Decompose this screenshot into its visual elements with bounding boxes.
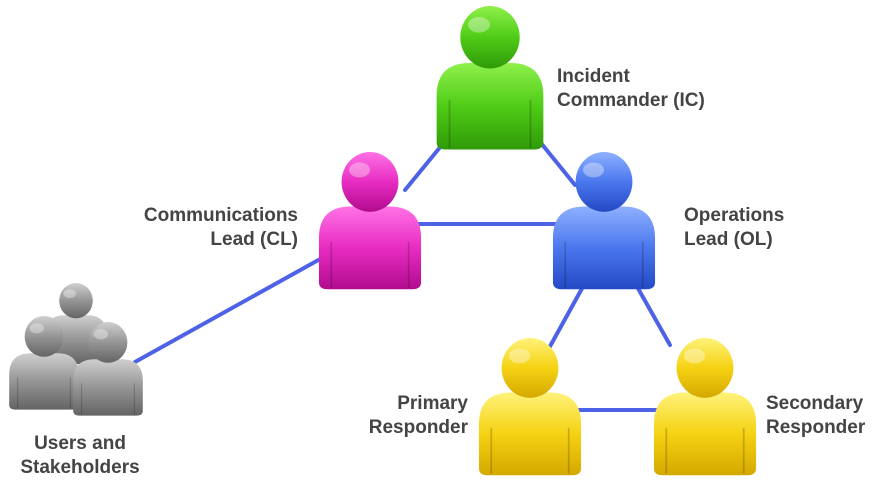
- person-icon-users-right: [73, 322, 143, 416]
- person-icon-users-left: [9, 316, 79, 410]
- label-incident-commander: Incident Commander (IC): [557, 66, 705, 111]
- person-icon-operations-lead: [552, 152, 656, 290]
- label-secondary-responder: Secondary Responder: [766, 393, 866, 438]
- connector-ic-to-cl: [403, 138, 448, 192]
- label-users-stakeholders: Users and Stakeholders: [20, 433, 140, 478]
- connector-ol-to-primary: [546, 281, 587, 352]
- people: [9, 5, 757, 476]
- person-icon-secondary-responder: [653, 338, 757, 476]
- person-icon-communications-lead: [318, 152, 422, 290]
- person-icon-primary-responder: [478, 338, 582, 476]
- person-icon-incident-commander: [436, 5, 544, 150]
- label-communications-lead: Communications Lead (CL): [143, 205, 298, 250]
- label-operations-lead: Operations Lead (OL): [684, 205, 785, 250]
- connector-ol-to-secondary: [633, 281, 672, 347]
- connector-cl-to-users: [133, 256, 324, 364]
- label-primary-responder: Primary Responder: [368, 393, 468, 438]
